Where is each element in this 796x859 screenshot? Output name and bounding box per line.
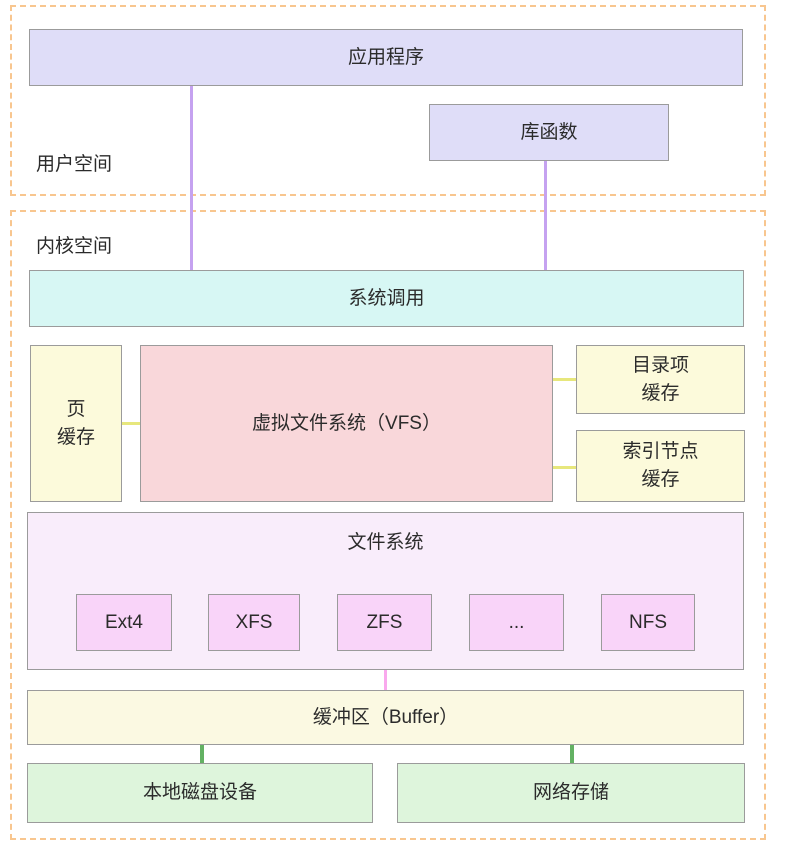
local-disk-label: 本地磁盘设备 bbox=[142, 782, 257, 804]
fs-item-ext4: Ext4 bbox=[76, 594, 172, 651]
application-label: 应用程序 bbox=[347, 46, 424, 68]
inode-cache-node: 索引节点 缓存 bbox=[576, 430, 745, 502]
page-cache-label-line1: 页 bbox=[66, 398, 86, 420]
user-space-label: 用户空间 bbox=[36, 154, 113, 175]
fs-item-xfs: XFS bbox=[208, 594, 300, 651]
network-storage-node: 网络存储 bbox=[397, 763, 745, 823]
fs-item-zfs: ZFS bbox=[337, 594, 432, 651]
buffer-label: 缓冲区（Buffer） bbox=[312, 706, 459, 728]
dentry-cache-label-line1: 目录项 bbox=[631, 354, 689, 376]
filesystem-buffer-connector bbox=[384, 670, 387, 690]
pagecache-vfs-connector bbox=[122, 422, 140, 425]
inode-cache-label-line1: 索引节点 bbox=[622, 441, 699, 463]
vfs-dentrycache-connector bbox=[553, 378, 576, 381]
dentry-cache-node: 目录项 缓存 bbox=[576, 345, 745, 414]
fs-item-ellipsis-label: ... bbox=[508, 611, 525, 633]
network-storage-label: 网络存储 bbox=[532, 782, 609, 804]
fs-item-xfs-label: XFS bbox=[235, 611, 273, 633]
vfs-label: 虚拟文件系统（VFS） bbox=[252, 412, 441, 434]
buffer-localdisk-connector bbox=[200, 745, 204, 763]
fs-item-ext4-label: Ext4 bbox=[104, 611, 144, 633]
fs-item-zfs-label: ZFS bbox=[366, 611, 403, 633]
dentry-cache-label-line2: 缓存 bbox=[641, 382, 680, 404]
library-label: 库函数 bbox=[520, 121, 578, 143]
kernel-space-label: 内核空间 bbox=[36, 236, 113, 257]
system-call-label: 系统调用 bbox=[348, 287, 425, 309]
vfs-inodecache-connector bbox=[553, 466, 576, 469]
buffer-network-connector bbox=[570, 745, 574, 763]
file-system-title: 文件系统 bbox=[347, 532, 424, 553]
application-node: 应用程序 bbox=[29, 29, 743, 86]
local-disk-node: 本地磁盘设备 bbox=[27, 763, 373, 823]
app-syscall-connector bbox=[190, 86, 193, 270]
lib-syscall-connector bbox=[544, 161, 547, 270]
fs-item-nfs-label: NFS bbox=[629, 611, 667, 633]
buffer-node: 缓冲区（Buffer） bbox=[27, 690, 744, 745]
fs-item-ellipsis: ... bbox=[469, 594, 564, 651]
inode-cache-label-line2: 缓存 bbox=[641, 469, 680, 490]
user-space-region bbox=[10, 5, 766, 196]
page-cache-node: 页 缓存 bbox=[30, 345, 122, 502]
fs-item-nfs: NFS bbox=[601, 594, 695, 651]
library-node: 库函数 bbox=[429, 104, 669, 161]
kernel-space-region bbox=[10, 210, 766, 840]
vfs-node: 虚拟文件系统（VFS） bbox=[140, 345, 553, 502]
system-call-node: 系统调用 bbox=[29, 270, 744, 327]
page-cache-label-line2: 缓存 bbox=[56, 426, 95, 448]
